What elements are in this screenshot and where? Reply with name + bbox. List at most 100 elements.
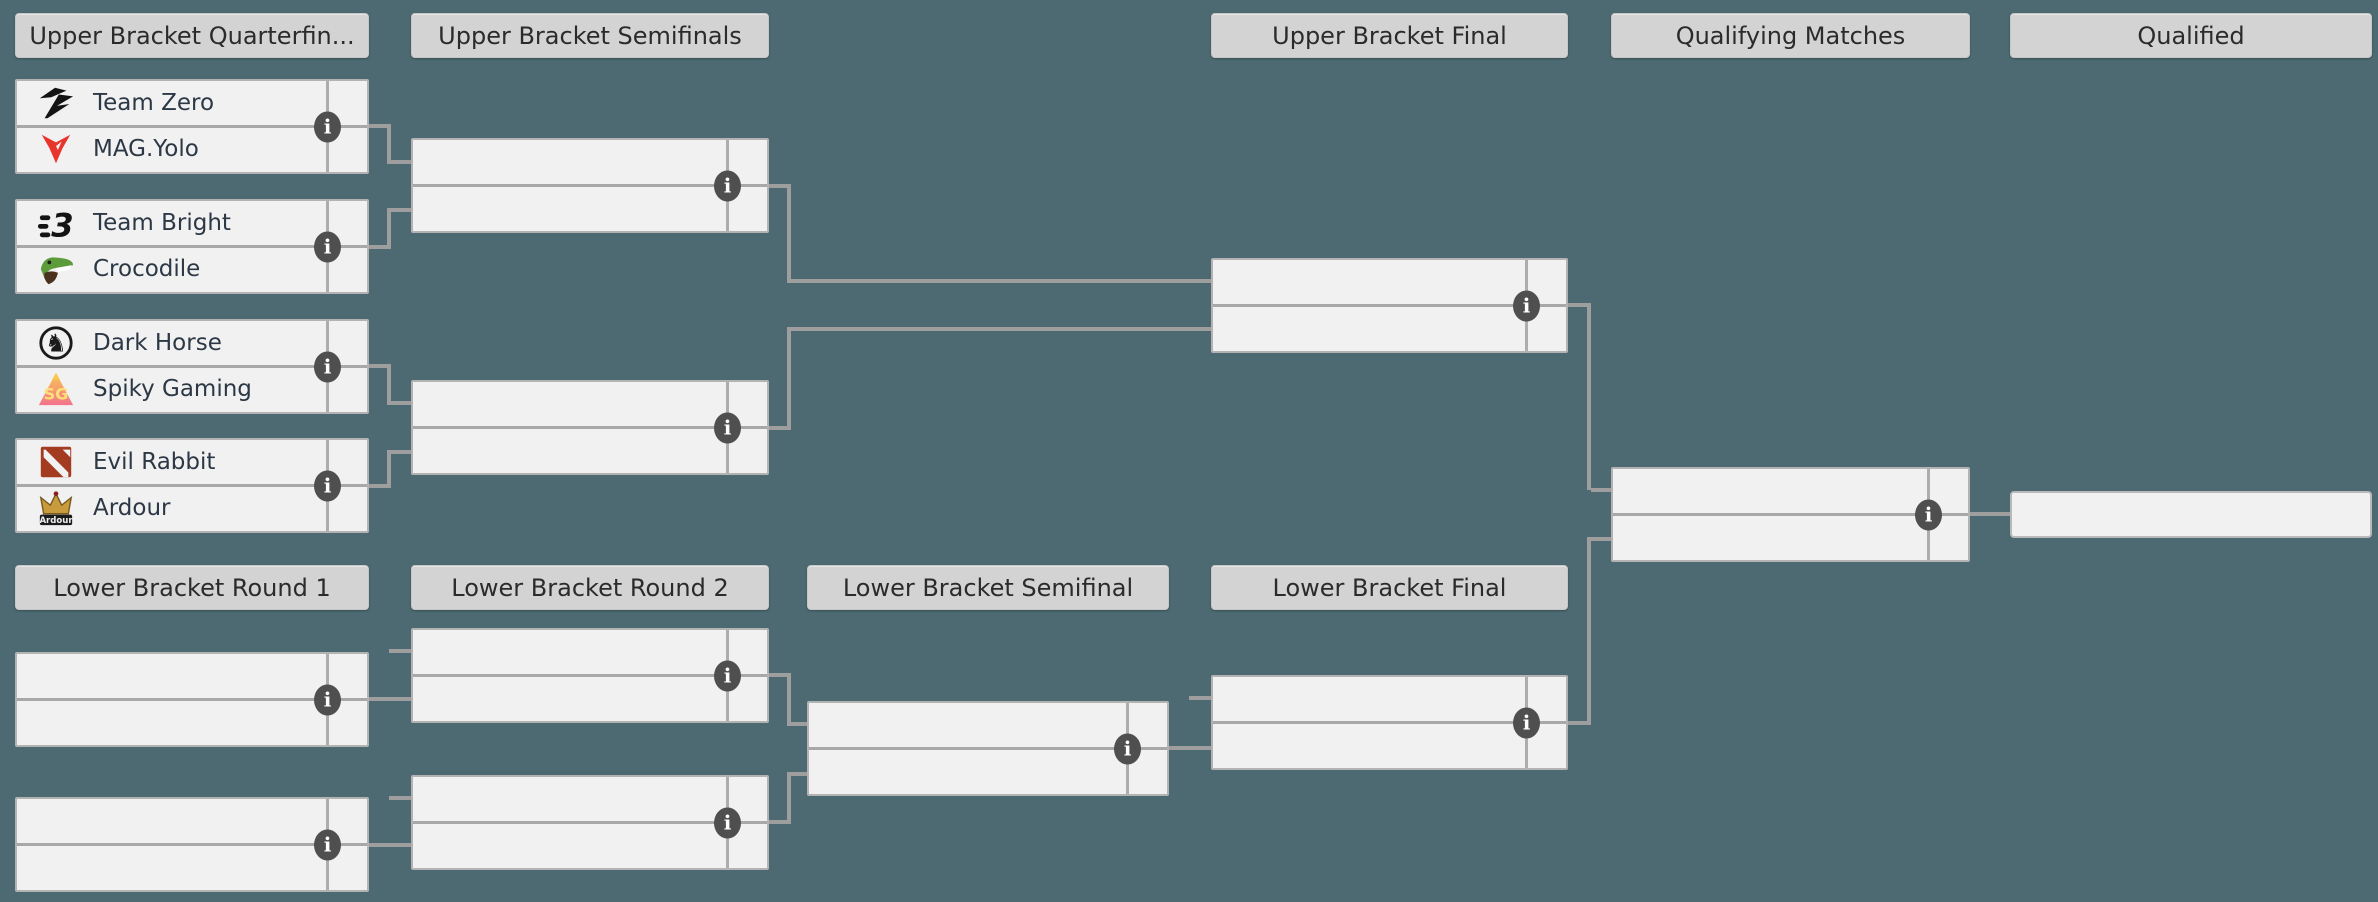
match-info-icon[interactable]: i	[1513, 290, 1540, 321]
connector-stub	[389, 649, 411, 653]
team-name[interactable]: Team Zero	[93, 90, 215, 116]
header-lower-bracket-final: Lower Bracket Final	[1211, 565, 1568, 610]
team-name[interactable]: MAG.Yolo	[93, 135, 199, 162]
connector-line	[369, 697, 411, 701]
connector-line	[769, 184, 791, 188]
team-name[interactable]: Crocodile	[93, 255, 201, 282]
match-info-icon[interactable]: i	[314, 470, 341, 501]
empty-team-slot	[17, 654, 367, 698]
match-info-icon[interactable]: i	[314, 684, 341, 715]
match-info-icon[interactable]: i	[314, 829, 341, 860]
match-info-icon[interactable]: i	[714, 660, 741, 691]
team-slot-spiky-gaming: SG Spiky Gaming	[17, 365, 367, 409]
match-info-icon[interactable]: i	[1114, 733, 1141, 764]
connector-line	[791, 279, 1211, 283]
crocodile-logo	[40, 256, 74, 284]
team-name[interactable]: Evil Rabbit	[93, 449, 216, 475]
match-ub-final: i	[1211, 258, 1568, 353]
connector-line	[769, 673, 791, 677]
connector-line	[387, 364, 391, 405]
team-slot-team-bright: 3 Team Bright	[17, 201, 367, 245]
connector-line	[391, 208, 411, 212]
connector-line	[369, 364, 391, 368]
connector-line	[1591, 488, 1611, 492]
team-slot-team-zero: Team Zero	[17, 81, 367, 125]
match-ub-qf-4: Evil Rabbit Ardour Ardour i	[15, 438, 369, 533]
match-lb-r2-2: i	[411, 775, 769, 870]
connector-line	[791, 327, 1211, 331]
connector-line	[369, 484, 391, 488]
connector-line	[787, 184, 791, 283]
team-slot-mag-yolo: MAG.Yolo	[17, 125, 367, 169]
empty-team-slot	[413, 382, 767, 426]
svg-text:♞: ♞	[45, 329, 67, 358]
empty-team-slot	[413, 426, 767, 470]
connector-line	[787, 673, 791, 726]
connector-line	[1568, 303, 1591, 307]
header-lower-bracket-semifinal: Lower Bracket Semifinal	[807, 565, 1169, 610]
match-info-icon[interactable]: i	[1513, 707, 1540, 738]
empty-team-slot	[413, 630, 767, 674]
connector-line	[1970, 512, 2010, 516]
match-ub-qf-2: 3 Team Bright Crocodile i	[15, 199, 369, 294]
header-label: Lower Bracket Semifinal	[842, 573, 1134, 602]
empty-team-slot	[17, 799, 367, 843]
match-info-icon[interactable]: i	[1915, 499, 1942, 530]
header-label: Upper Bracket Semifinals	[438, 21, 742, 50]
empty-team-slot	[1613, 513, 1968, 557]
connector-line	[387, 208, 391, 249]
spiky-gaming-logo: SG	[38, 372, 74, 405]
empty-team-slot	[413, 140, 767, 184]
empty-team-slot	[413, 777, 767, 821]
match-lb-r1-2: i	[15, 797, 369, 892]
connector-line	[391, 450, 411, 454]
connector-stub	[1189, 696, 1211, 700]
ardour-logo: Ardour	[39, 490, 73, 526]
team-name[interactable]: Team Bright	[93, 210, 231, 236]
match-info-icon[interactable]: i	[714, 412, 741, 443]
team-name[interactable]: Spiky Gaming	[93, 375, 252, 402]
match-info-icon[interactable]: i	[314, 231, 341, 262]
match-lb-semifinal: i	[807, 701, 1169, 796]
connector-line	[369, 124, 391, 128]
dark-horse-logo: ♞	[39, 326, 73, 360]
team-name[interactable]: Dark Horse	[93, 330, 222, 356]
header-upper-bracket-quarterfinals: Upper Bracket Quarterfin...	[15, 13, 369, 58]
connector-stub	[389, 796, 411, 800]
connector-line	[787, 772, 791, 824]
empty-team-slot	[1213, 304, 1566, 348]
connector-line	[391, 401, 411, 405]
connector-line	[791, 772, 807, 776]
qualified-slot	[2010, 491, 2372, 538]
empty-team-slot	[413, 821, 767, 865]
team-zero-logo	[39, 87, 74, 119]
match-lb-r1-1: i	[15, 652, 369, 747]
svg-text:Ardour: Ardour	[39, 516, 73, 526]
svg-text:3: 3	[51, 206, 73, 242]
match-info-icon[interactable]: i	[714, 170, 741, 201]
match-lb-r2-1: i	[411, 628, 769, 723]
header-label: Qualifying Matches	[1675, 21, 1906, 50]
empty-team-slot	[1213, 260, 1566, 304]
connector-line	[391, 160, 411, 164]
connector-line	[1568, 721, 1591, 725]
empty-team-slot	[17, 698, 367, 742]
match-info-icon[interactable]: i	[314, 351, 341, 382]
connector-line	[1591, 537, 1611, 541]
connector-line	[769, 426, 791, 430]
team-slot-crocodile: Crocodile	[17, 245, 367, 289]
team-slot-ardour: Ardour Ardour	[17, 484, 367, 528]
match-info-icon[interactable]: i	[714, 807, 741, 838]
team-name[interactable]: Ardour	[93, 494, 171, 521]
header-qualifying-matches: Qualifying Matches	[1611, 13, 1970, 58]
match-ub-sf-2: i	[411, 380, 769, 475]
header-label: Qualified	[2137, 21, 2245, 50]
match-ub-sf-1: i	[411, 138, 769, 233]
header-label: Lower Bracket Round 1	[53, 573, 331, 602]
match-info-icon[interactable]: i	[314, 111, 341, 142]
header-upper-bracket-semifinals: Upper Bracket Semifinals	[411, 13, 769, 58]
team-slot-evil-rabbit: Evil Rabbit	[17, 440, 367, 484]
empty-team-slot	[413, 674, 767, 718]
header-label: Upper Bracket Quarterfin...	[29, 21, 355, 50]
